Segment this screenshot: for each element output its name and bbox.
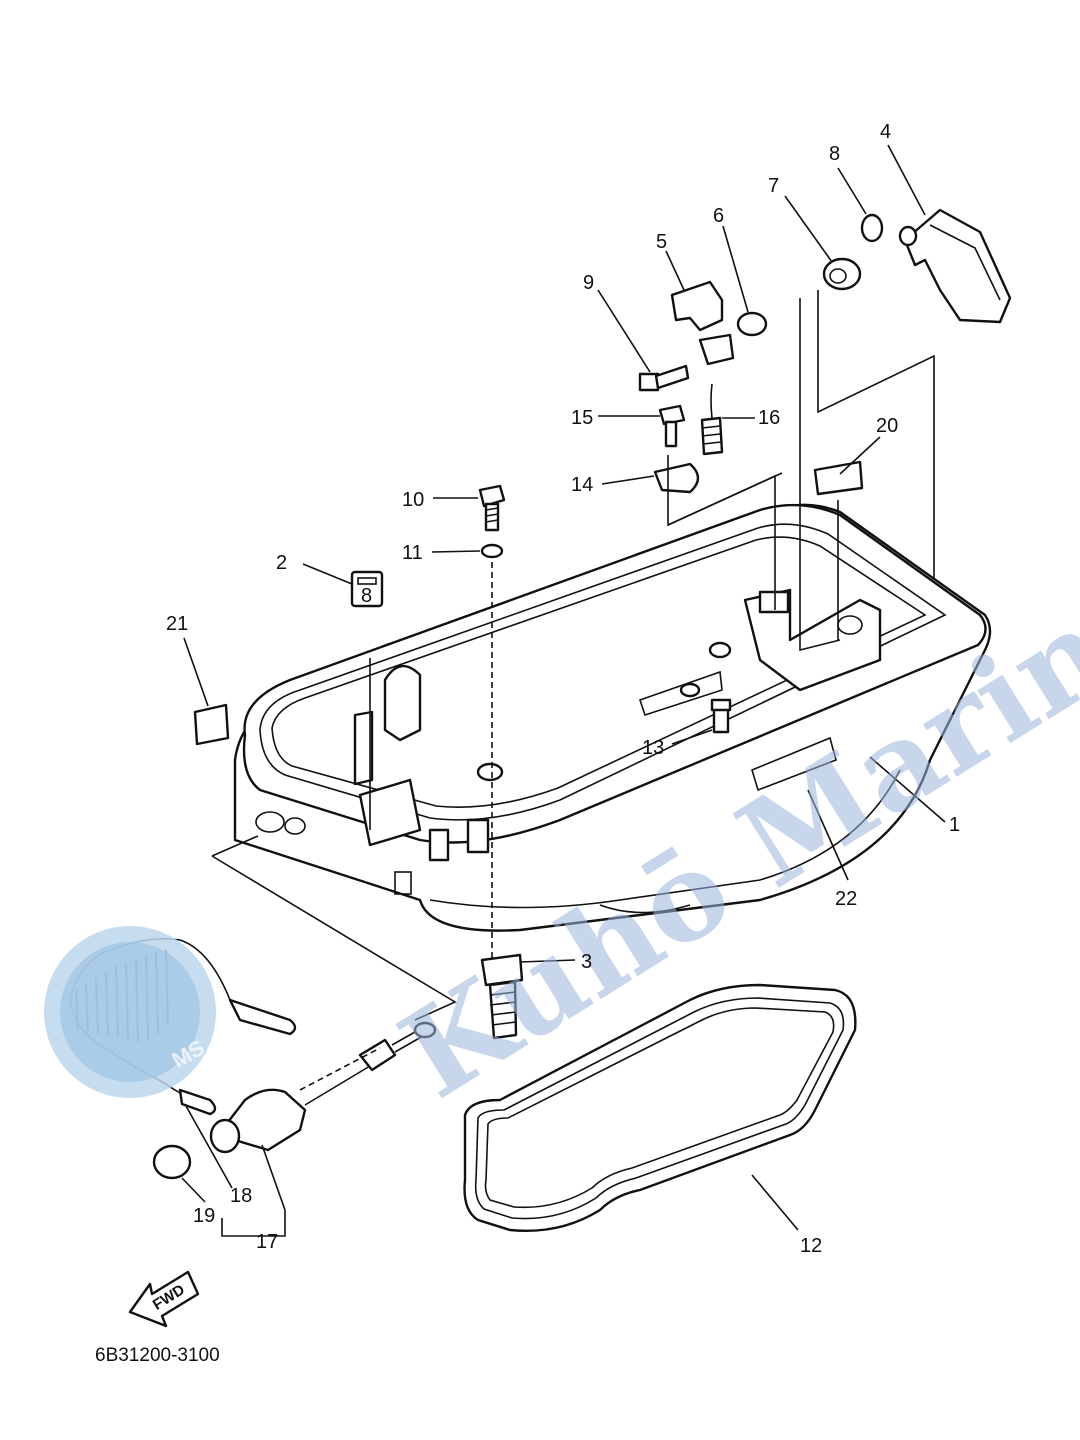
- callout-22: 22: [835, 888, 857, 910]
- bolt-part-10: [478, 484, 506, 532]
- bolt-part-15: [658, 404, 686, 448]
- callout-17: 17: [256, 1231, 278, 1253]
- clip-part-2: 8: [350, 570, 384, 608]
- callout-15: 15: [571, 407, 593, 429]
- part-code: 6B31200-3100: [95, 1345, 220, 1366]
- callout-2: 2: [276, 552, 287, 574]
- callout-11: 11: [402, 542, 423, 564]
- fwd-arrow: FWD: [128, 1270, 200, 1328]
- callout-14: 14: [571, 474, 593, 496]
- stop-switch-part-17: [209, 1021, 437, 1154]
- label-part-21: [193, 703, 230, 746]
- callout-7: 7: [768, 175, 779, 197]
- callout-12: 12: [800, 1235, 822, 1257]
- washer-part-11: [480, 543, 504, 559]
- callout-19: 19: [193, 1205, 215, 1227]
- washer-part-8: [860, 213, 884, 243]
- clip-part-19: [152, 1144, 192, 1180]
- callout-5: 5: [656, 231, 667, 253]
- callout-10: 10: [402, 489, 424, 511]
- svg-text:8: 8: [361, 585, 372, 607]
- callout-4: 4: [880, 121, 891, 143]
- seal-part-12: [463, 983, 857, 1232]
- callout-21: 21: [166, 613, 188, 635]
- callout-6: 6: [713, 205, 724, 227]
- callout-8: 8: [829, 143, 840, 165]
- grommet-part-3: [480, 953, 524, 1040]
- spring-part-16: [700, 383, 724, 456]
- assembly-lines: [211, 290, 935, 1091]
- bracket-part-4: [898, 208, 1012, 324]
- callout-9: 9: [583, 272, 594, 294]
- label-part-20: [813, 460, 864, 496]
- callout-13: 13: [642, 737, 664, 759]
- fitting-part-13: [710, 698, 732, 734]
- callout-18: 18: [230, 1185, 252, 1207]
- callout-16: 16: [758, 407, 780, 429]
- callout-3: 3: [581, 951, 592, 973]
- bolt-part-9: [638, 364, 690, 392]
- logo-badge: MS: [44, 926, 216, 1098]
- plate-part-14: [653, 462, 700, 494]
- lever-part-5: [670, 280, 735, 366]
- callout-20: 20: [876, 415, 898, 437]
- leader-lines: [181, 144, 946, 1237]
- bushing-part-6: [736, 311, 768, 337]
- grommet-part-7: [822, 257, 862, 291]
- callout-labels: 1 2 3 4 5 6 7 8 9 10 11 12 13 14 15 16 1…: [166, 121, 960, 1257]
- bottom-cowling: [233, 503, 992, 932]
- callout-1: 1: [949, 814, 960, 836]
